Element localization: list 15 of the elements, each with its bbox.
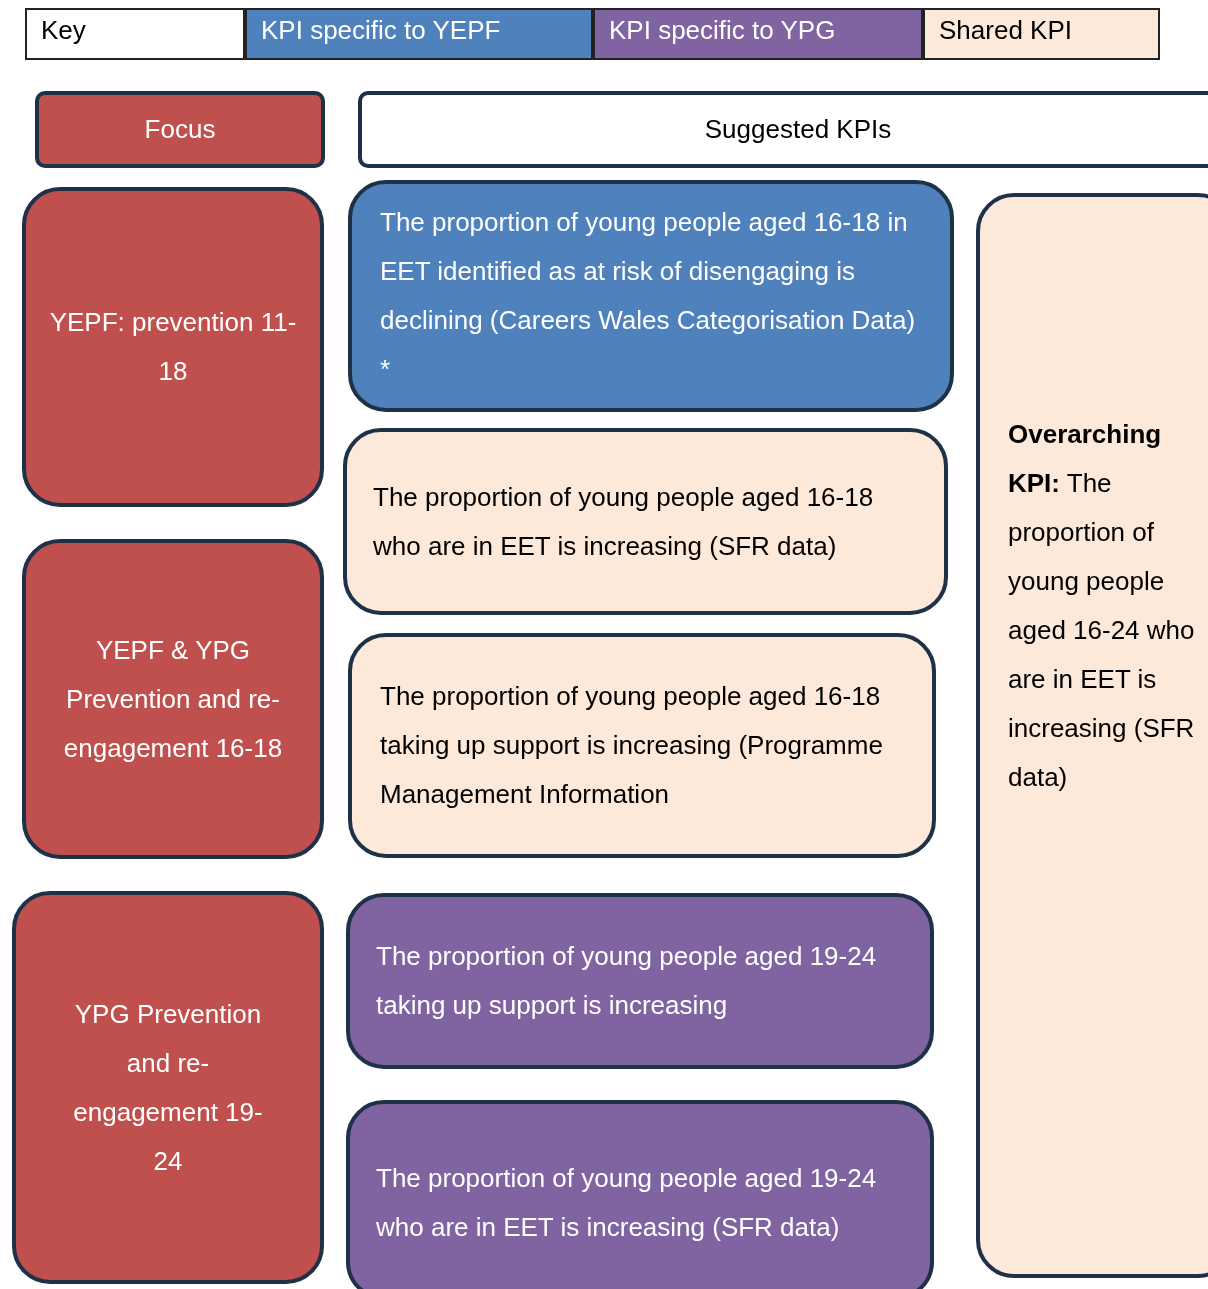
focus-box: YPG Prevention and re-engagement 19-24 xyxy=(12,891,324,1284)
header-box: Suggested KPIs xyxy=(358,91,1208,168)
kpi-box: The proportion of young people aged 19-24 taking up support is increasing xyxy=(346,893,934,1069)
kpi-box: Overarching KPI: The proportion of young people aged 16-24 who are in EET is increasing (SFR data) xyxy=(976,193,1208,1278)
focus-box: YEPF: prevention 11-18 xyxy=(22,187,324,507)
legend-swatch: KPI specific to YEPF xyxy=(245,8,593,60)
kpi-box: The proportion of young people aged 16-18 taking up support is increasing (Programme Management Information xyxy=(348,633,936,858)
key-label: Key xyxy=(25,8,245,60)
kpi-box: The proportion of young people aged 19-24 who are in EET is increasing (SFR data) xyxy=(346,1100,934,1289)
focus-box: YEPF & YPG Prevention and re-engagement 16-18 xyxy=(22,539,324,859)
header-box: Focus xyxy=(35,91,325,168)
kpi-box: The proportion of young people aged 16-18 who are in EET is increasing (SFR data) xyxy=(343,428,948,615)
legend-swatch: Shared KPI xyxy=(923,8,1160,60)
legend-swatch: KPI specific to YPG xyxy=(593,8,923,60)
kpi-box: The proportion of young people aged 16-18 in EET identified as at risk of disengaging is declining (Careers Wales Categorisation Data) * xyxy=(348,180,954,412)
